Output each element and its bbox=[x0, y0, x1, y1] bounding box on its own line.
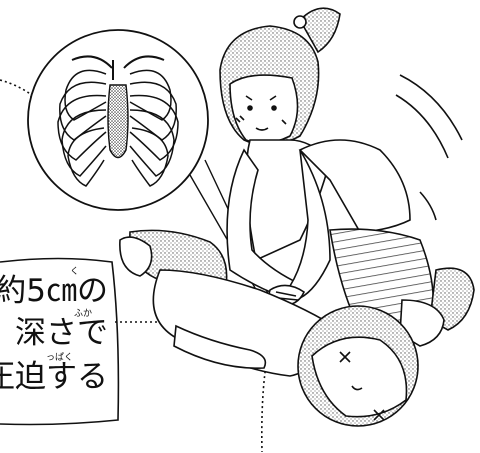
caption-line-2: 深さで bbox=[15, 316, 108, 350]
caption-line-3: 圧迫する bbox=[0, 360, 108, 394]
caption-box: く 約5㎝の ふか 深さで っぱく 圧迫する bbox=[0, 268, 120, 428]
caption-line-1: 約5㎝の bbox=[0, 274, 108, 308]
sternum-icon bbox=[108, 85, 128, 158]
